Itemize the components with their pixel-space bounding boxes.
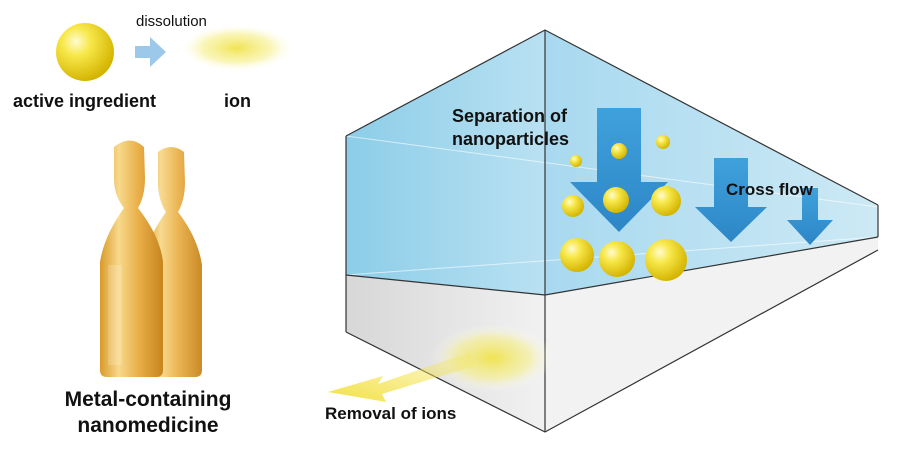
dissolution-arrow-icon — [135, 37, 166, 67]
dissolution-label: dissolution — [136, 13, 207, 30]
ion-glow-icon — [430, 324, 554, 392]
nanoparticle-icon — [599, 241, 635, 277]
removal-of-ions-label: Removal of ions — [325, 404, 457, 423]
removal-arrow-icon — [328, 352, 474, 402]
crossflow-arrow-small-icon — [787, 188, 833, 245]
ion-label: ion — [224, 91, 251, 111]
nanoparticle-icon — [562, 195, 584, 217]
cross-flow-label: Cross flow — [726, 180, 813, 199]
nanoparticle-icon — [603, 187, 629, 213]
nanoparticle-icon — [656, 135, 670, 149]
ampoule-icon — [100, 140, 202, 377]
separation-arrow-icon — [570, 108, 668, 232]
nanoparticle-icon — [570, 155, 582, 167]
crossflow-arrow-large-icon — [695, 158, 767, 242]
active-ingredient-sphere — [56, 23, 114, 81]
separation-label: Separation of nanoparticles — [452, 105, 602, 151]
separation-line-1: Separation of — [452, 106, 568, 126]
nanoparticle-group — [560, 135, 687, 281]
nanomedicine-title: Metal-containing nanomedicine — [28, 387, 268, 439]
ion-glow-icon — [179, 24, 295, 72]
nanoparticle-icon — [645, 239, 687, 281]
separation-line-2: nanoparticles — [452, 129, 570, 149]
nanoparticle-icon — [651, 186, 681, 216]
active-ingredient-label: active ingredient — [13, 91, 157, 111]
title-line-1: Metal-containing — [64, 388, 232, 411]
title-line-2: nanomedicine — [77, 414, 219, 437]
nanoparticle-icon — [560, 238, 594, 272]
nanoparticle-icon — [611, 143, 627, 159]
